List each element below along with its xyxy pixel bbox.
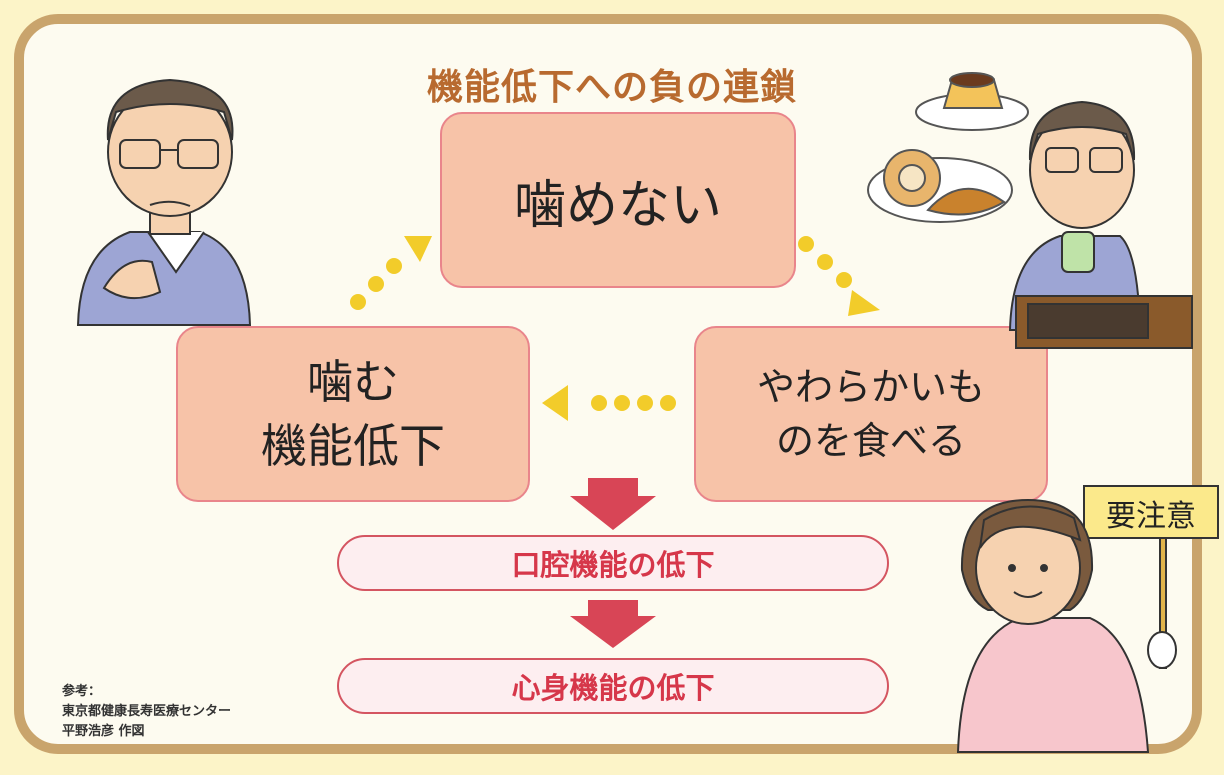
caution-sign-text: 要注意	[1106, 499, 1196, 534]
box-cannot-chew: 噛めない	[440, 112, 796, 288]
credit-note: 参考： 東京都健康長寿医療センター 平野浩彦 作図	[62, 682, 231, 742]
dotted-arrow-right-to-left	[542, 385, 676, 421]
nurse-illustration	[956, 485, 1219, 753]
box-chewing-decline: 噛む 機能低下	[176, 326, 530, 502]
box-eat-soft-food-line-2: のを食べる	[775, 419, 966, 463]
oral-function-decline-label: 口腔機能の低下	[511, 548, 715, 582]
credit-line-2: 東京都健康長寿医療センター	[62, 704, 232, 719]
box-eat-soft-food: やわらかいも のを食べる	[694, 326, 1048, 502]
box-eat-soft-food-line-1: やわらかいも	[756, 365, 985, 409]
oral-function-decline-pill: 口腔機能の低下	[337, 535, 889, 591]
credit-line-3: 平野浩彦 作図	[62, 724, 145, 739]
down-arrow-2	[570, 600, 656, 648]
eating-man-illustration	[1008, 100, 1193, 349]
credit-line-1: 参考：	[62, 684, 102, 699]
box-chewing-decline-line-2: 機能低下	[261, 419, 445, 473]
box-chewing-decline-line-1: 噛む	[307, 355, 399, 409]
down-arrow-1	[570, 478, 656, 530]
worried-man-illustration	[76, 78, 252, 326]
diagram-title: 機能低下への負の連鎖	[426, 67, 797, 108]
food-plates-illustration	[867, 72, 1029, 223]
mind-body-decline-label: 心身機能の低下	[511, 671, 715, 705]
mind-body-decline-pill: 心身機能の低下	[337, 658, 889, 714]
dotted-arrow-top-to-right	[798, 236, 880, 316]
box-cannot-chew-label: 噛めない	[513, 175, 722, 236]
dotted-arrow-left-to-top	[350, 236, 432, 310]
